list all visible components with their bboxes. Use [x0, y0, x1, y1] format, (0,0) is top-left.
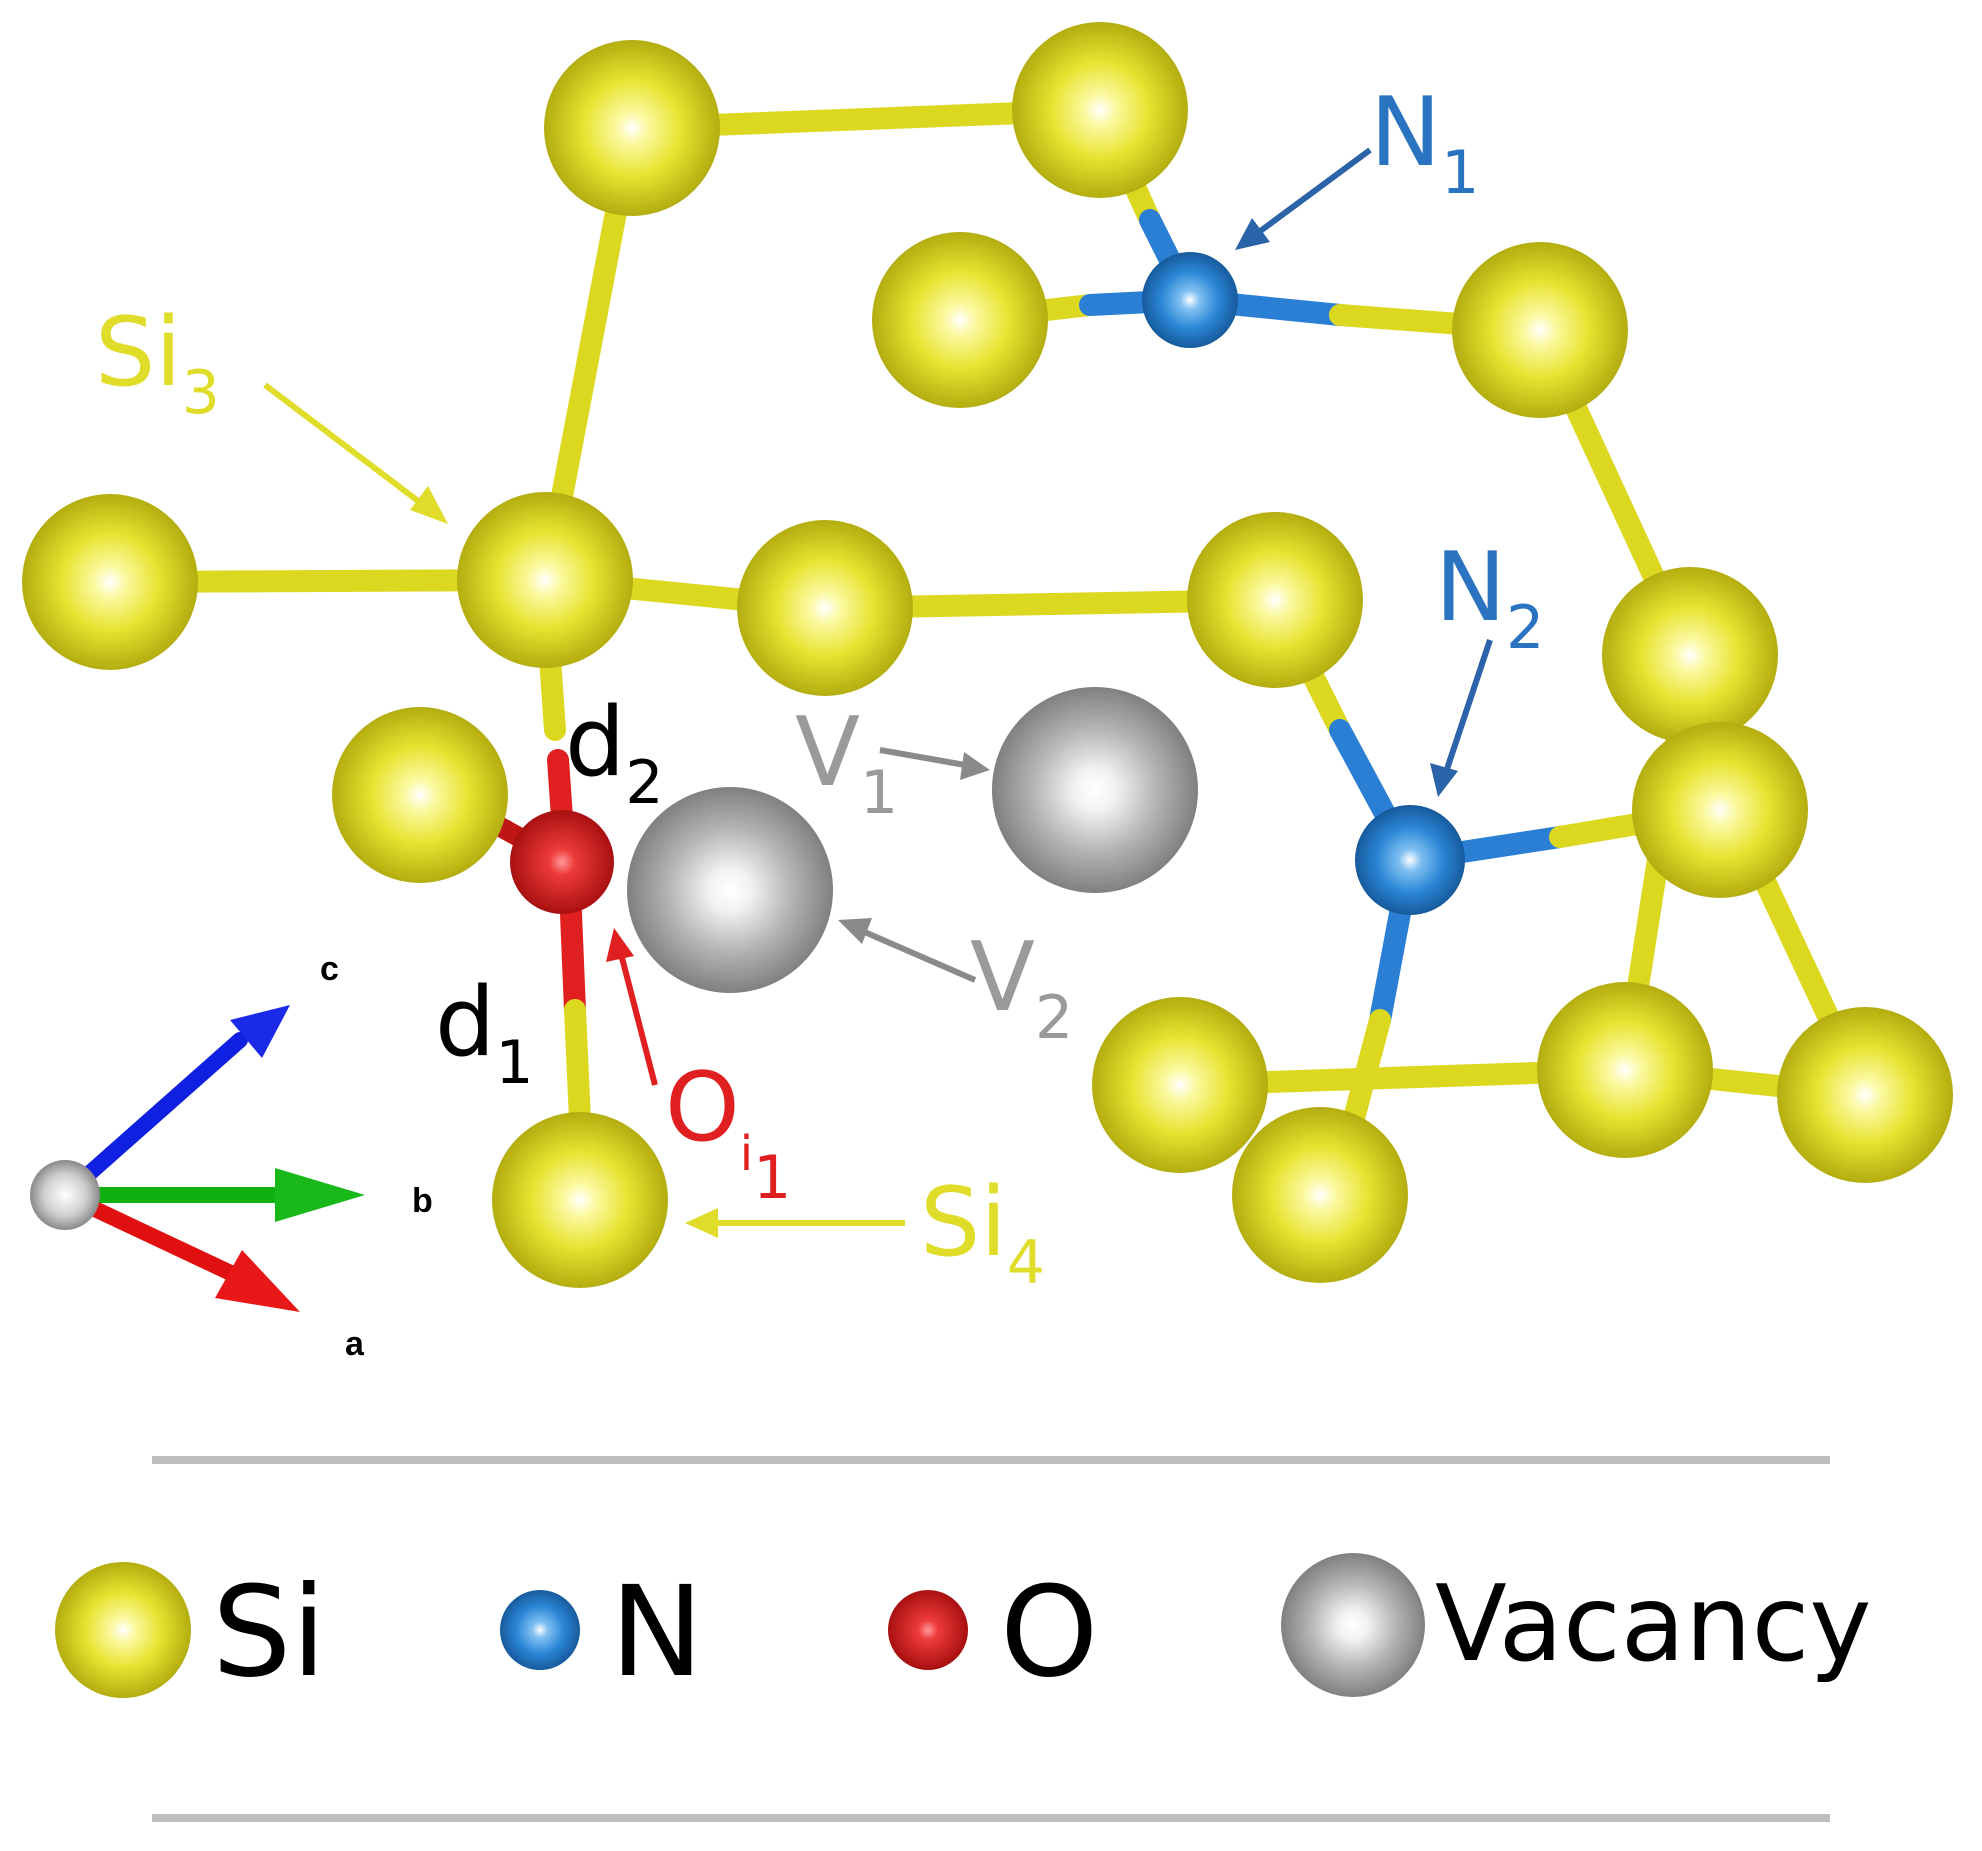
legend: Si N O Vacancy [55, 1553, 1872, 1705]
si3-arrowhead [410, 486, 448, 524]
n2-arrowhead [1430, 763, 1458, 797]
oi1-arrow [617, 949, 658, 1086]
v1-arrowhead [960, 752, 990, 780]
d1-label: d1 [435, 968, 534, 1098]
o-atom [510, 810, 614, 914]
axis-b-arrowhead [275, 1168, 365, 1222]
v1-arrow [879, 747, 966, 768]
si-atom [1012, 22, 1188, 198]
n2-arrow [1442, 639, 1493, 776]
axes-triad: c b a [30, 950, 433, 1363]
d2-label: d2 [565, 688, 664, 818]
si-atom [1187, 512, 1363, 688]
pointer-arrows [263, 147, 1493, 1238]
n2-label: N2 [1435, 533, 1544, 663]
legend-o-label: O [1000, 1560, 1098, 1705]
v2-arrow [858, 927, 977, 983]
si4-arrowhead [685, 1208, 718, 1238]
legend-o-swatch [888, 1590, 968, 1670]
axis-a-label: a [345, 1325, 365, 1363]
vacancy-v2 [627, 787, 833, 993]
bond-si-o [564, 999, 591, 1131]
legend-si-label: Si [212, 1560, 326, 1705]
axis-c [57, 1032, 248, 1203]
v2-label: V2 [970, 923, 1073, 1053]
legend-n-swatch [500, 1590, 580, 1670]
si4-atom [492, 1112, 668, 1288]
legend-n-label: N [610, 1560, 704, 1705]
si-atom [1092, 997, 1268, 1173]
axis-c-label: c [320, 950, 339, 988]
n1-arrow [1253, 147, 1372, 238]
axis-origin [30, 1160, 100, 1230]
n1-arrowhead [1235, 218, 1270, 250]
v1-label: V1 [795, 698, 898, 828]
n1-label: N1 [1370, 78, 1479, 208]
si-atom [872, 232, 1048, 408]
si-atom [1602, 567, 1778, 743]
legend-vacancy-label: Vacancy [1435, 1563, 1872, 1685]
axis-c-arrowhead [230, 1005, 290, 1058]
si-atom [332, 707, 508, 883]
si-atom [1452, 242, 1628, 418]
oi1-arrowhead [606, 928, 634, 962]
si3-atom [457, 492, 633, 668]
si3-arrow [263, 382, 432, 513]
n2-atom [1355, 805, 1465, 915]
n1-atom [1142, 252, 1238, 348]
si-atom [544, 40, 720, 216]
legend-vacancy-swatch [1281, 1553, 1425, 1697]
si-atom [22, 494, 198, 670]
si4-label: Si4 [920, 1168, 1045, 1298]
si-atom [1232, 1107, 1408, 1283]
axis-b-label: b [412, 1182, 433, 1220]
vacancy-v1 [992, 687, 1198, 893]
si-atom [1777, 1007, 1953, 1183]
v2-arrowhead [838, 918, 872, 944]
legend-si-swatch [55, 1562, 191, 1698]
si3-label: Si3 [95, 298, 220, 428]
axis-a-arrowhead [215, 1250, 300, 1312]
si-atom [1632, 722, 1808, 898]
si-atom [737, 520, 913, 696]
atoms [22, 22, 1953, 1288]
oi1-label: Oi1 [665, 1053, 791, 1213]
atom-labels: Si3 Si4 N1 N2 V1 V2 Oi1 d1 d2 [95, 78, 1544, 1298]
si-atom [1537, 982, 1713, 1158]
